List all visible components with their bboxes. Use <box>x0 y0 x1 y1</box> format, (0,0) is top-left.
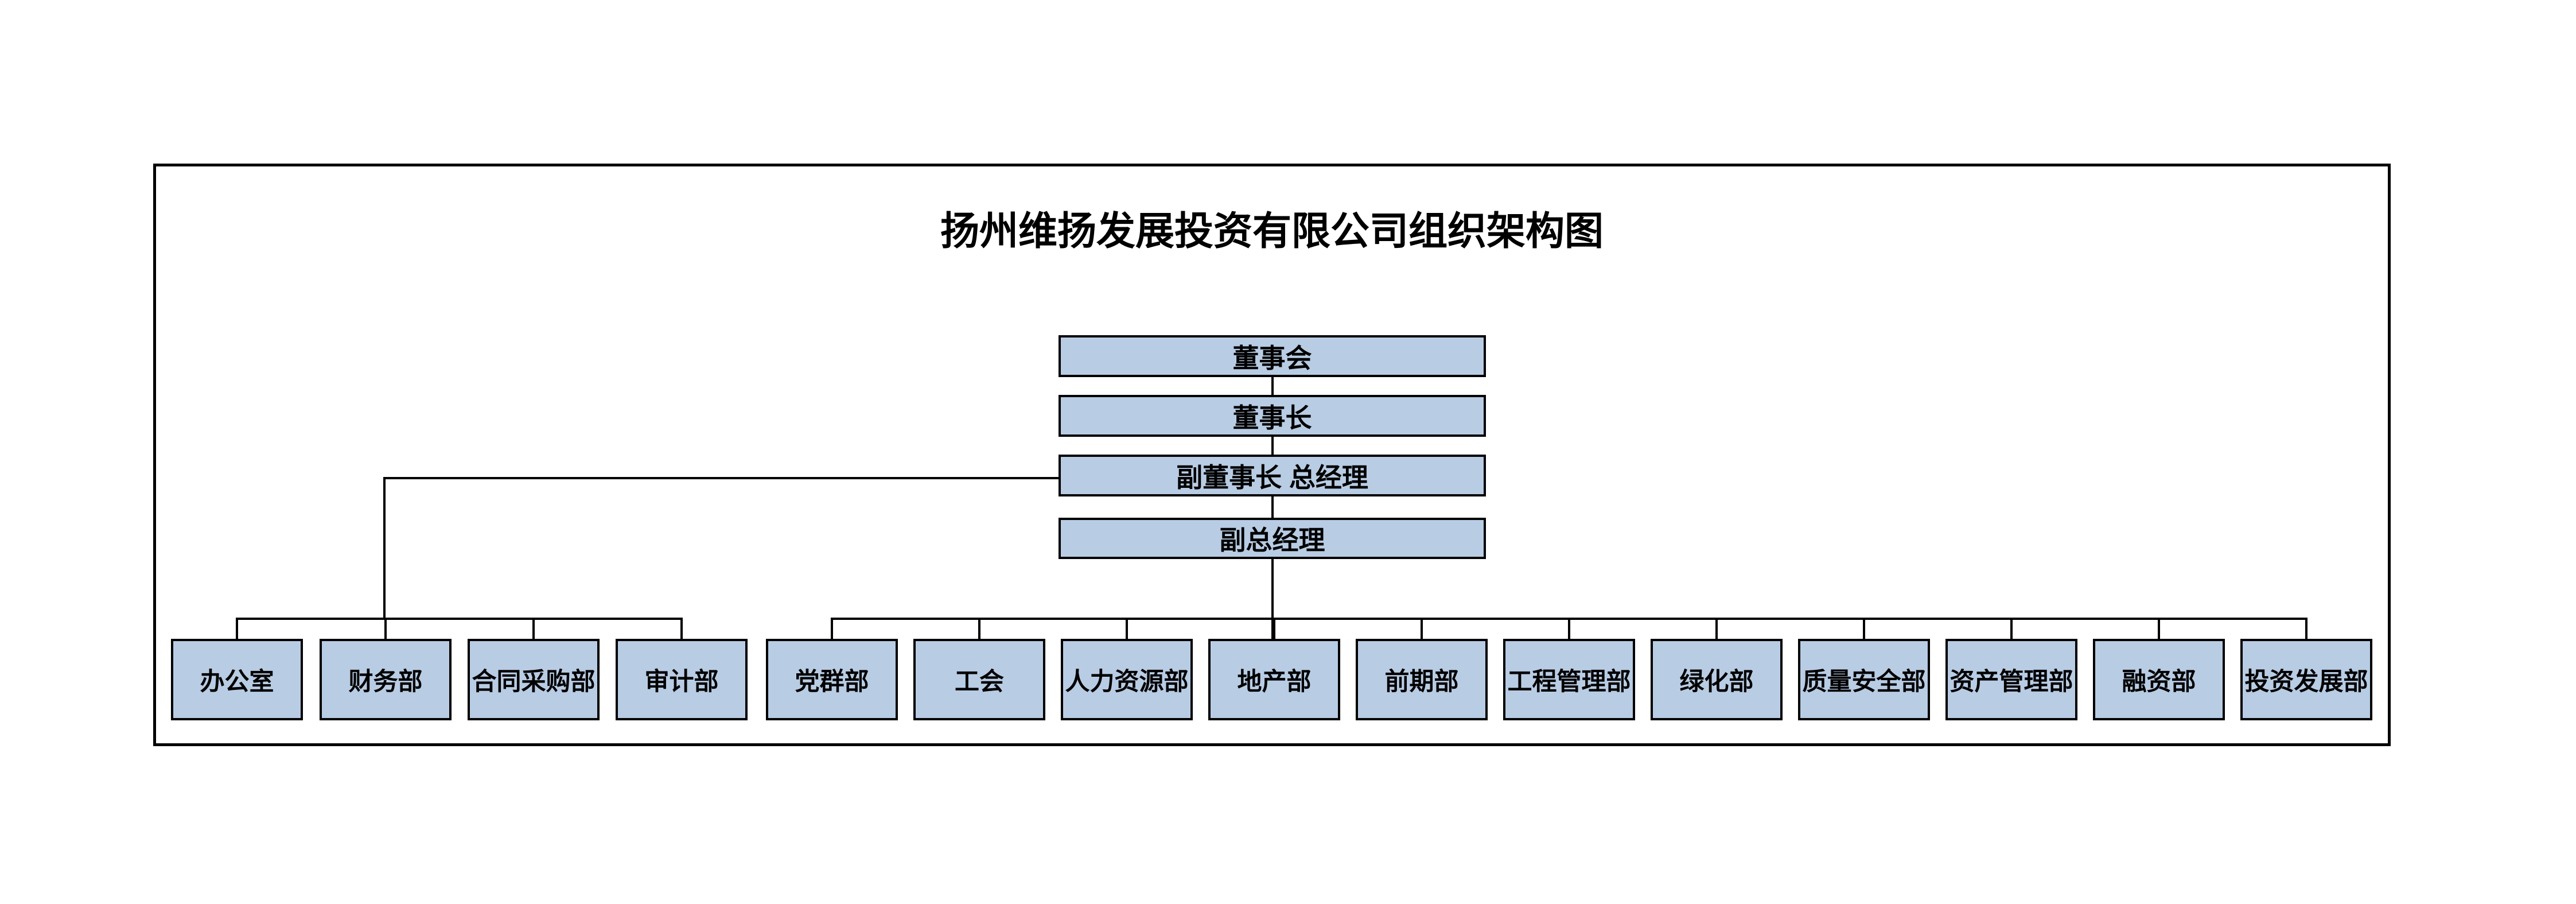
department-box: 党群部 <box>766 639 898 720</box>
connector-line <box>383 477 1059 479</box>
department-box: 人力资源部 <box>1061 639 1193 720</box>
connector-line <box>831 618 833 639</box>
connector-line <box>680 618 683 639</box>
connector-line <box>384 618 387 639</box>
executive-box: 董事会 <box>1059 335 1486 377</box>
executive-box: 董事长 <box>1059 395 1486 437</box>
connector-line <box>1271 559 1274 639</box>
chart-border <box>153 164 2391 746</box>
connector-line <box>236 618 238 639</box>
connector-line <box>2305 618 2307 639</box>
chart-title: 扬州维扬发展投资有限公司组织架构图 <box>940 209 1604 253</box>
connector-line <box>1421 618 1423 639</box>
connector-line <box>1271 496 1274 518</box>
connector-line <box>978 618 980 639</box>
connector-line <box>1273 618 1275 639</box>
connector-line <box>2010 618 2013 639</box>
connector-line <box>1126 618 1128 639</box>
connector-line <box>1271 437 1274 455</box>
department-box: 前期部 <box>1356 639 1488 720</box>
department-box: 地产部 <box>1208 639 1340 720</box>
department-box: 工程管理部 <box>1503 639 1635 720</box>
department-box: 质量安全部 <box>1798 639 1930 720</box>
connector-line <box>236 618 683 620</box>
department-box: 财务部 <box>320 639 452 720</box>
connector-line <box>1271 377 1274 395</box>
executive-box: 副董事长 总经理 <box>1059 455 1486 496</box>
department-box: 投资发展部 <box>2240 639 2372 720</box>
connector-line <box>532 618 535 639</box>
department-box: 资产管理部 <box>1945 639 2077 720</box>
connector-line <box>1715 618 1718 639</box>
department-box: 绿化部 <box>1651 639 1783 720</box>
department-box: 办公室 <box>171 639 303 720</box>
connector-line <box>1568 618 1570 639</box>
department-box: 审计部 <box>616 639 748 720</box>
department-box: 融资部 <box>2093 639 2225 720</box>
connector-line <box>383 477 386 618</box>
connector-line <box>2158 618 2160 639</box>
executive-box: 副总经理 <box>1059 518 1486 559</box>
department-box: 合同采购部 <box>468 639 600 720</box>
department-box: 工会 <box>913 639 1045 720</box>
connector-line <box>1863 618 1865 639</box>
connector-line <box>831 618 2307 620</box>
